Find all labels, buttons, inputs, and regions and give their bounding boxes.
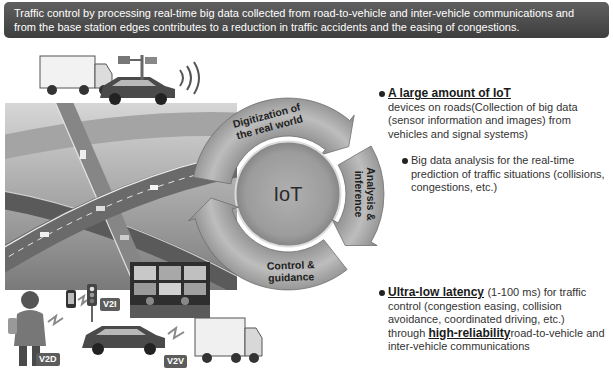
cycle-arrow-text: Analysis & inference [353,163,377,225]
radio-wave [187,66,191,90]
cycle-arrow-outline [189,198,348,290]
screen [134,283,156,295]
link-tag-text: V2I [103,299,117,309]
hub-circle-outline [236,142,341,247]
truck-cab [245,328,262,356]
bullet-dot [402,158,408,164]
bullet-text: A large amount of IoTdevices on roads(Co… [388,87,600,141]
signal-head [87,284,97,306]
wheel [47,85,57,95]
signal-pole [91,306,93,322]
sensor-pole [141,55,144,80]
cycle-arrow-text: Control & guidance [259,258,322,284]
screen [159,283,181,295]
note-text: devices on roads(Collection of big data … [388,101,600,142]
screen [184,266,206,280]
car-window [96,329,146,335]
bullet-dot [379,290,385,296]
control-room [130,262,210,318]
signal-lamp [90,299,95,304]
camera [145,57,157,64]
cycle-arrow: Control & guidance [186,196,350,292]
person-head [21,291,39,309]
hub-text: IoT [274,183,303,206]
note-text: Big data analysis for the real-time pred… [411,154,606,195]
link-zigzag [78,296,87,304]
link-tag: V2I [100,298,120,311]
link-tag: V2D [36,353,60,366]
person-leg [19,346,27,366]
operator [181,297,189,305]
room-wall [130,262,210,318]
screen [184,283,206,295]
truck-box [195,318,245,356]
link-tag-text: V2V [167,356,184,366]
photo-car [150,185,158,190]
wheel [79,85,89,95]
link-tag: V2V [164,355,187,368]
signal-lamp [90,287,95,292]
bullet-dot [379,91,385,97]
wheel [231,353,241,363]
highway-photo [5,103,237,290]
bullet-text: Ultra-low latency(1-100 ms) for traffic … [388,286,606,354]
radio-wave [194,62,199,94]
person-body [14,310,46,346]
wheel [155,93,167,105]
truck-box [40,56,95,88]
wheel [202,353,212,363]
link-tag-text: V2D [39,354,57,364]
screen [159,266,181,280]
link-zigzag [48,316,63,324]
wheel [92,343,104,355]
operator [146,297,154,305]
screen [134,266,156,280]
road [5,124,237,150]
link-zigzag [168,328,184,338]
car-window [112,80,156,86]
bag [8,318,17,334]
desk [130,305,210,318]
photo-car [120,235,129,240]
bullet-text: Big data analysis for the real-time pred… [411,154,606,195]
phone-screen [68,293,74,304]
banner-text: Traffic control by processing real-time … [14,6,599,34]
hub-circle: IoT [234,140,342,248]
cycle-arrow: Analysis & inference [330,143,386,248]
wheel [109,93,121,105]
phone [66,290,76,308]
cycle-arrow-outline [332,146,384,246]
emphasis-text: Ultra-low latency [388,285,484,299]
wheel [144,343,156,355]
photo-car [96,206,105,211]
radio-wave [180,70,183,86]
wheel [249,353,259,363]
emphasis-text: high-reliability [428,326,510,340]
photo-car [40,232,49,237]
photo-car [80,150,86,159]
top-vehicles [40,55,199,105]
camera [118,56,130,64]
v2x-scene [8,284,262,366]
signal-lamp [90,293,95,298]
header-banner: Traffic control by processing real-time … [4,2,609,38]
emphasis-text: A large amount of IoT [388,87,600,101]
